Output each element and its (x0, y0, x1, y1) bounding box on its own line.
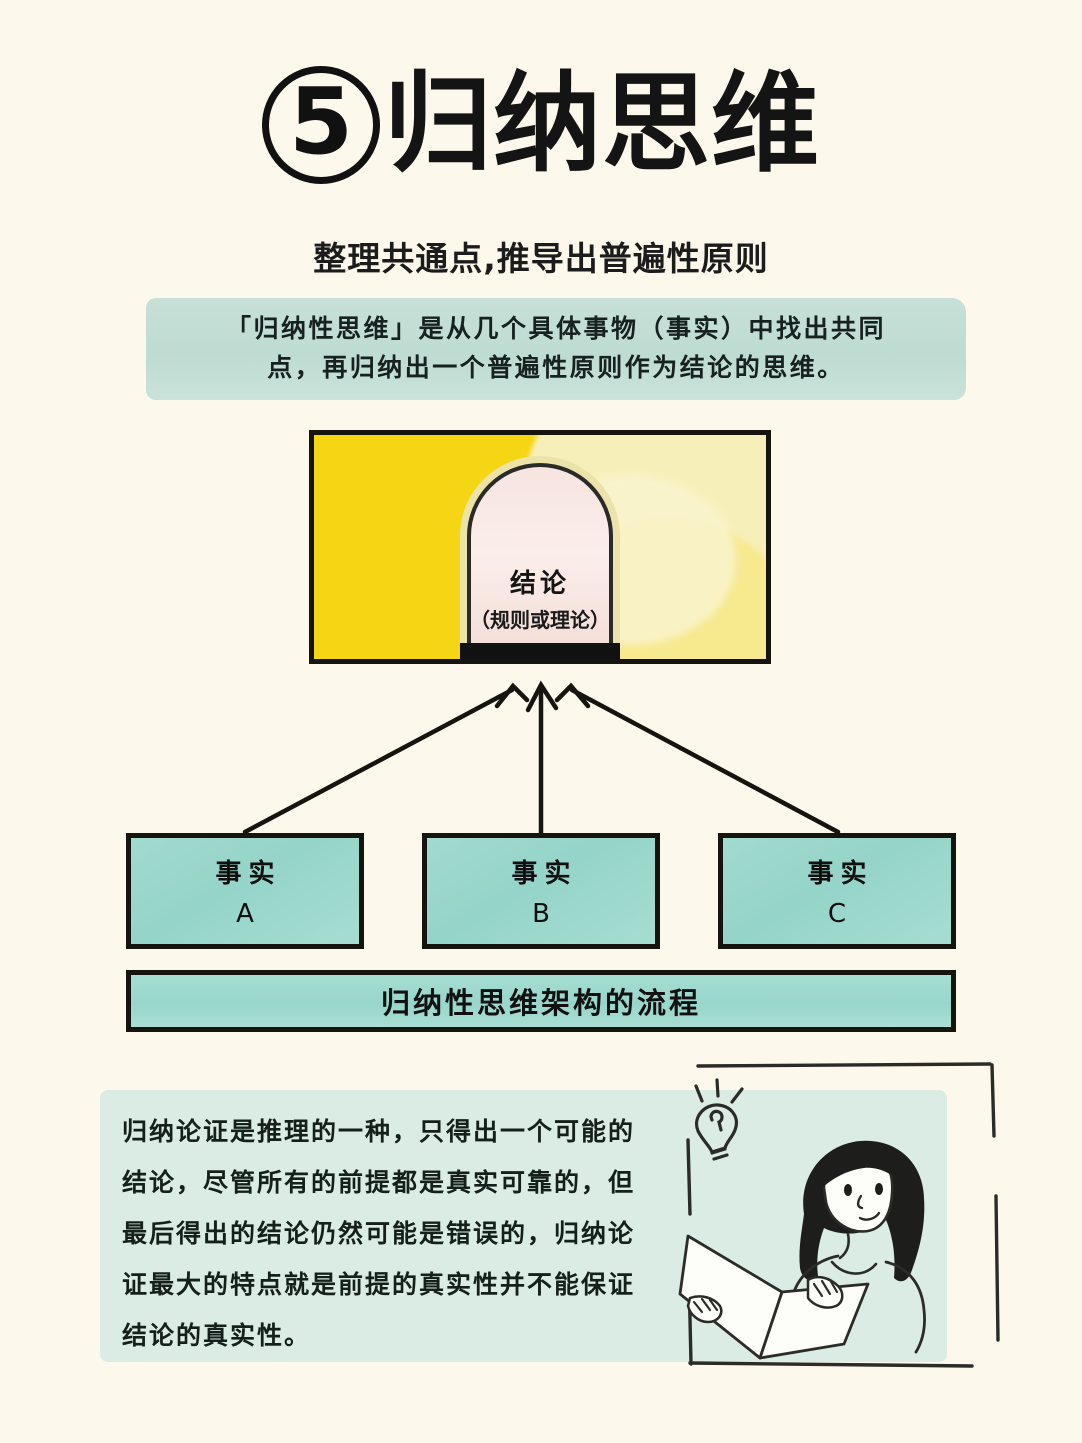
page-title: 5 归纳思维 (0, 66, 1082, 184)
fact-box-c: 事实 C (718, 833, 956, 949)
fact-letter: C (827, 899, 847, 929)
arrow-head-left (494, 682, 530, 709)
intro-line-2: 点，再归纳出一个普遍性原则作为结论的思维。 (267, 353, 845, 382)
note-line: 结论，尽管所有的前提都是真实可靠的，但 (122, 1168, 636, 1197)
fact-box-b: 事实 B (422, 833, 660, 949)
arrow-head-center (525, 680, 559, 713)
fact-label: 事实 (511, 859, 578, 889)
fact-label: 事实 (215, 859, 282, 889)
arrow-group (242, 680, 841, 841)
intro-line-1: 「归纳性思维」是从几个具体事物（事实）中找出共同 (225, 314, 886, 344)
eye-right (875, 1183, 883, 1195)
arch-base-strip (460, 643, 620, 659)
illustration-area (672, 1048, 1012, 1393)
fact-letter: A (236, 899, 254, 929)
conclusion-arch: 结论 （规则或理论） (467, 463, 613, 659)
diagram-caption-bar: 归纳性思维架构的流程 (126, 970, 956, 1032)
arrow-head-right (554, 682, 591, 709)
fact-label: 事实 (807, 859, 874, 889)
sketch-frame (686, 1062, 1000, 1368)
section-number-badge: 5 (261, 66, 380, 184)
fact-letter: B (532, 899, 550, 929)
note-line: 结论的真实性。 (122, 1321, 312, 1350)
eye-left (844, 1184, 852, 1196)
lightbulb-icon (694, 1078, 744, 1161)
conclusion-sublabel: （规则或理论） (470, 608, 610, 632)
note-line: 归纳论证是推理的一种，只得出一个可能的 (122, 1117, 636, 1146)
arrow-line-left (242, 687, 515, 835)
page-subtitle: 整理共通点,推导出普遍性原则 (313, 239, 769, 278)
woman-reading-icon (678, 1140, 926, 1360)
page-title-text: 归纳思维 (383, 62, 820, 187)
arrow-line-right (569, 687, 841, 835)
conclusion-panel: 结论 （规则或理论） (309, 430, 771, 664)
note-line: 证最大的特点就是前提的真实性并不能保证 (122, 1270, 636, 1299)
conclusion-label: 结论 (509, 569, 570, 599)
note-line: 最后得出的结论仍然可能是错误的，归纳论 (122, 1219, 636, 1248)
intro-callout: 「归纳性思维」是从几个具体事物（事实）中找出共同 点，再归纳出一个普遍性原则作为… (146, 298, 966, 400)
fact-box-a: 事实 A (126, 833, 364, 949)
diagram-caption-text: 归纳性思维架构的流程 (380, 986, 701, 1020)
note-text-block: 归纳论证是推理的一种，只得出一个可能的 结论，尽管所有的前提都是真实可靠的，但 … (122, 1106, 702, 1361)
